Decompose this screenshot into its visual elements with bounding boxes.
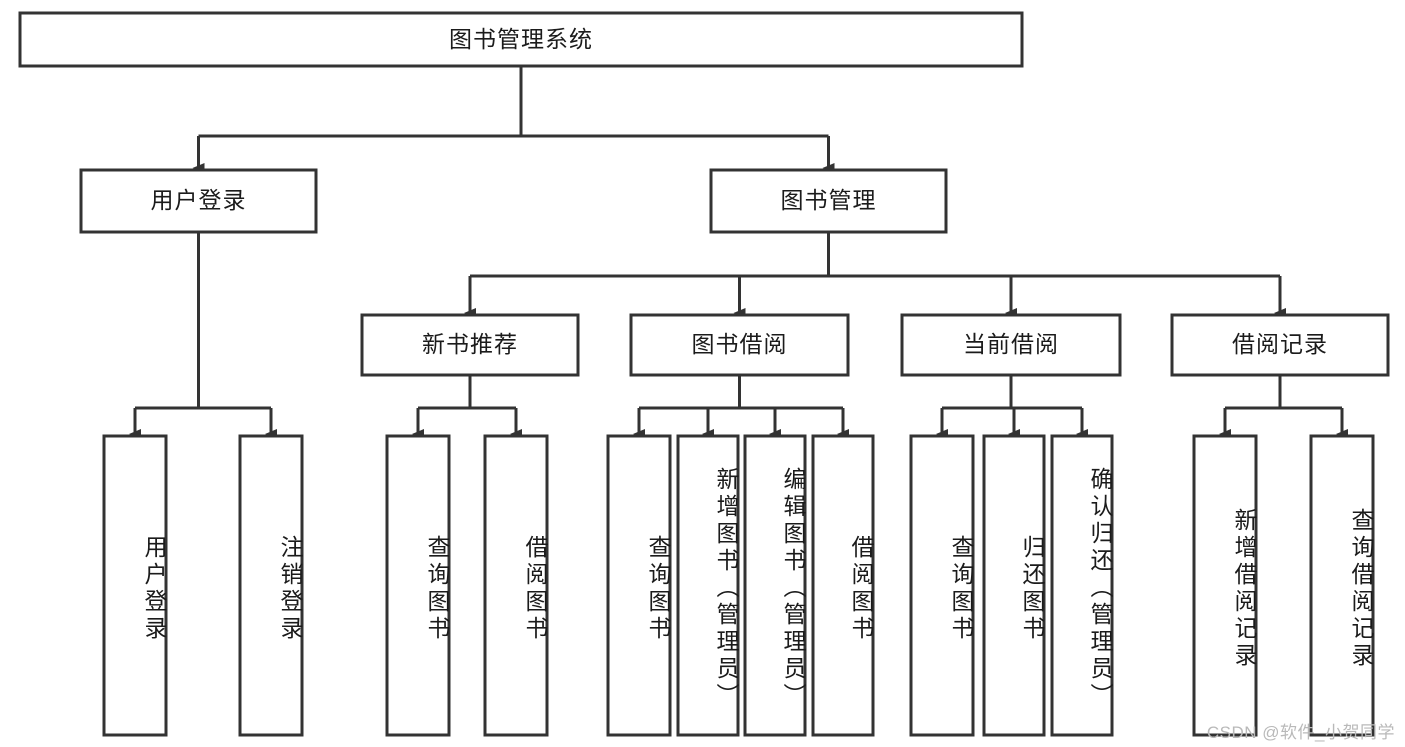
node-box-current-borrow[interactable] bbox=[900, 313, 1122, 377]
node-box-leaf-query-book-current[interactable] bbox=[909, 434, 975, 737]
node-box-leaf-query-book-recommend[interactable] bbox=[385, 434, 451, 737]
boxes-layer bbox=[18, 11, 1390, 737]
node-box-leaf-borrow-book-recommend[interactable] bbox=[483, 434, 549, 737]
node-box-leaf-logout-login[interactable] bbox=[238, 434, 304, 737]
node-box-book-borrow[interactable] bbox=[629, 313, 850, 377]
node-box-book-management[interactable] bbox=[709, 168, 948, 234]
node-box-leaf-edit-book-admin[interactable] bbox=[743, 434, 807, 737]
node-box-root[interactable] bbox=[18, 11, 1024, 68]
node-box-leaf-add-book-admin[interactable] bbox=[676, 434, 740, 737]
node-box-user-login[interactable] bbox=[79, 168, 318, 234]
node-box-leaf-borrow-book[interactable] bbox=[811, 434, 875, 737]
watermark: CSDN @软件_小贺同学 bbox=[1206, 723, 1395, 742]
node-box-new-book-recommend[interactable] bbox=[360, 313, 580, 377]
node-box-leaf-user-login[interactable] bbox=[102, 434, 168, 737]
node-box-borrow-record[interactable] bbox=[1170, 313, 1390, 377]
node-box-leaf-return-book[interactable] bbox=[982, 434, 1046, 737]
node-box-leaf-add-borrow-record[interactable] bbox=[1192, 434, 1258, 737]
node-box-leaf-query-book-borrow[interactable] bbox=[606, 434, 672, 737]
node-box-leaf-confirm-return-admin[interactable] bbox=[1050, 434, 1114, 737]
node-box-leaf-query-borrow-record[interactable] bbox=[1309, 434, 1375, 737]
connectors-layer bbox=[129, 66, 1348, 439]
